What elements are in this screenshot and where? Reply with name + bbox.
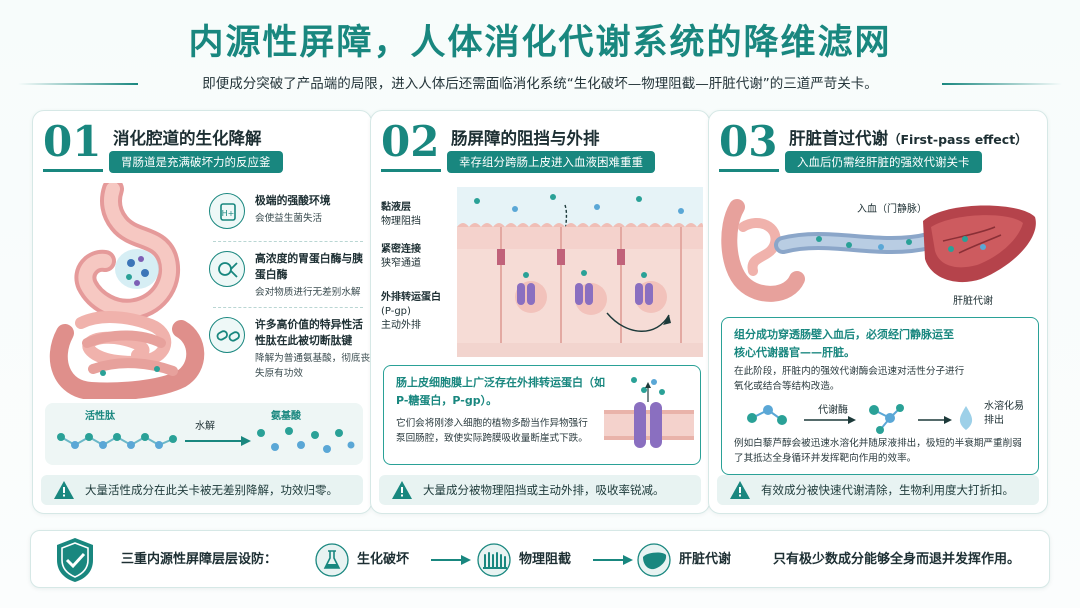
feature-desc: 会使益生菌失活 [255, 213, 323, 224]
card-number-underline [43, 169, 103, 172]
intestinal-epithelium-illustration [457, 187, 703, 357]
feature-separator [213, 241, 363, 242]
broken-chain-icon [209, 317, 245, 353]
flask-icon [315, 543, 349, 577]
footer-stage-physical: 物理阻截 [519, 552, 572, 567]
hydrolysis-flow: 活性肽 水解 氨基酸 [45, 403, 363, 465]
card-number: 03 [719, 117, 778, 166]
peptide-to-amino-acid-graphic [57, 427, 355, 453]
card-intestinal-barrier: 02 肠屏障的阻挡与外排 幸存组分跨肠上皮进入血液困难重重 黏 [370, 110, 710, 514]
page-subtitle: 即便成分突破了产品端的局限，进入人体后还需面临消化系统“生化破坏—物理阻截—肝脏… [202, 76, 878, 92]
card-number-underline [381, 169, 441, 172]
feature-desc: 会对物质进行无差别水解 [255, 287, 361, 298]
liver-label: 肝脏代谢 [953, 296, 993, 307]
subtitle-right-line [942, 83, 1062, 85]
feature-separator [213, 307, 363, 308]
warning-bar: 大量成分被物理阻挡或主动外排，吸收率锐减。 [379, 475, 701, 505]
info-title: 组分成功穿透肠壁入血后，必须经门静脉运至核心代谢器官——肝脏。 [734, 328, 954, 359]
warning-icon [730, 481, 750, 499]
efflux-pump-icon [604, 377, 694, 448]
subtitle-left-line [18, 83, 138, 85]
footer-stage-biochemical: 生化破坏 [357, 552, 410, 567]
water-soluble-label: 水溶化易排出 [984, 401, 1024, 426]
footer-conclusion: 只有极少数成分能够全身而退并发挥作用。 [773, 552, 1021, 567]
card-pill: 胃肠道是充满破坏力的反应釜 [109, 151, 283, 173]
digestive-tract-illustration [49, 183, 205, 399]
label-efflux-transporter: 外排转运蛋白(P-gp)主动外排 [381, 292, 441, 331]
warning-bar: 大量活性成分在此关卡被无差别降解，功效归零。 [41, 475, 363, 505]
card-title: 肠屏障的阻挡与外排 [451, 129, 600, 148]
card-title: 肝脏首过代谢（First-pass effect） [789, 129, 1028, 148]
info-body: 它们会将刚渗入细胞的植物多酚当作异物强行泵回肠腔，致使实际跨膜吸收量断崖式下跌。 [396, 418, 588, 444]
footer-arrow [593, 555, 633, 565]
enzyme-label: 代谢酶 [818, 405, 848, 416]
metabolism-reaction-graphic [747, 404, 973, 434]
portal-vein-label: 入血（门静脉） [857, 204, 927, 215]
svg-text:H+: H+ [222, 209, 235, 218]
warning-text: 大量活性成分在此关卡被无差别降解，功效归零。 [85, 483, 338, 497]
card-first-pass-metabolism: 03 肝脏首过代谢（First-pass effect） 入血后仍需经肝脏的强效… [708, 110, 1048, 514]
footer-stage-liver: 肝脏代谢 [679, 552, 732, 567]
acid-icon: H+ [209, 193, 245, 229]
warning-bar: 有效成分被快速代谢清除，生物利用度大打折扣。 [717, 475, 1039, 505]
card-pill: 入血后仍需经肝脏的强效代谢关卡 [785, 151, 982, 173]
feature-title: 高浓度的胃蛋白酶与胰蛋白酶 [255, 252, 363, 281]
card-biochemical-degradation: 01 消化腔道的生化降解 胃肠道是充满破坏力的反应釜 H+ 极端的强酸环境 会使… [32, 110, 372, 514]
feature-title: 许多高价值的特异性活性肽在此被切断肽键 [255, 318, 363, 347]
metabolism-info-box: 组分成功穿透肠壁入血后，必须经门静脉运至核心代谢器官——肝脏。 在此阶段，肝脏内… [721, 317, 1039, 475]
footer-lead: 三重内源性屏障层层设防： [121, 552, 278, 567]
warning-text: 大量成分被物理阻挡或主动外排，吸收率锐减。 [423, 483, 665, 497]
warning-text: 有效成分被快速代谢清除，生物利用度大打折扣。 [761, 483, 1014, 497]
label-tight-junction: 紧密连接狭窄通道 [381, 244, 421, 269]
card-number-underline [719, 169, 779, 172]
warning-icon [392, 481, 412, 499]
liver-icon [637, 543, 671, 577]
card-pill: 幸存组分跨肠上皮进入血液困难重重 [447, 151, 655, 173]
flow-from-label: 活性肽 [85, 411, 115, 422]
shield-check-icon [57, 538, 93, 582]
label-mucus-layer: 黏液层物理阻挡 [381, 202, 421, 227]
villi-barrier-icon [477, 543, 511, 577]
example-text: 例如白藜芦醇会被迅速水溶化并随尿液排出，极短的半衰期严重削弱了其抵达全身循环并发… [734, 438, 1022, 464]
page-title: 内源性屏障，人体消化代谢系统的降维滤网 [188, 23, 892, 63]
feature-title: 极端的强酸环境 [255, 194, 331, 207]
efflux-info-box: 肠上皮细胞膜上广泛存在外排转运蛋白（如P-糖蛋白，P-gp）。 它们会将刚渗入细… [383, 365, 701, 465]
card-title: 消化腔道的生化降解 [113, 129, 262, 148]
flow-process-label: 水解 [195, 421, 215, 432]
card-number: 01 [43, 117, 102, 166]
summary-footer: 三重内源性屏障层层设防： 生化破坏 物理阻截 肝脏代谢 只有极少数成分能够全身而… [30, 530, 1050, 588]
subtitle-row: 即便成分突破了产品端的局限，进入人体后还需面临消化系统“生化破坏—物理阻截—肝脏… [0, 72, 1080, 96]
portal-vein-liver-illustration [721, 199, 1036, 302]
info-body: 在此阶段，肝脏内的强效代谢酶会迅速对活性分子进行氧化或结合等结构改造。 [734, 366, 965, 392]
card-number: 02 [381, 117, 440, 166]
info-title: 肠上皮细胞膜上广泛存在外排转运蛋白（如P-糖蛋白，P-gp）。 [396, 376, 605, 407]
footer-arrow [431, 555, 471, 565]
flow-to-label: 氨基酸 [271, 411, 301, 422]
enzyme-icon [209, 251, 245, 287]
feature-desc: 降解为普通氨基酸，彻底丧失原有功效 [255, 353, 371, 379]
warning-icon [54, 481, 74, 499]
